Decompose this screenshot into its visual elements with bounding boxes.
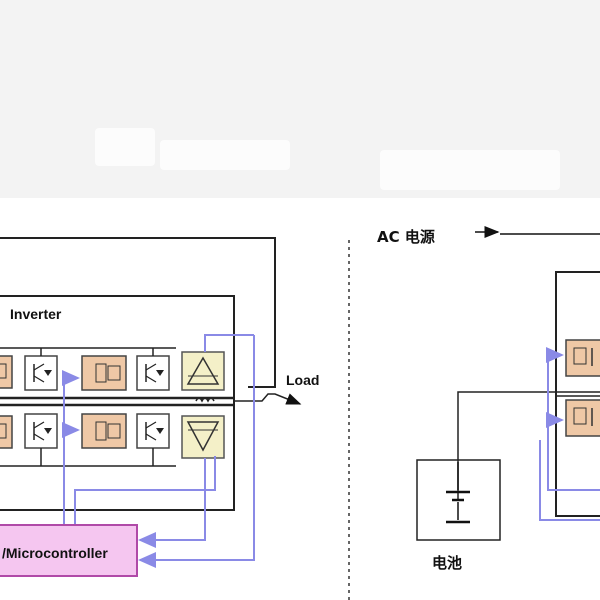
- gate-driver-block: [81, 355, 127, 391]
- ac-source-label: AC 电源: [377, 228, 435, 246]
- faded-header-band: [0, 0, 600, 198]
- gate-driver-block: [565, 399, 600, 437]
- battery-box: [416, 459, 501, 541]
- inverter-label: Inverter: [10, 306, 62, 322]
- left-panel-system: Inverter: [0, 237, 319, 577]
- igbt-switch-block: [24, 413, 58, 449]
- gate-driver-block: [0, 355, 13, 389]
- igbt-switch-block: [136, 355, 170, 391]
- output-filter-block: [181, 351, 225, 391]
- right-panel-system: AC 电源: [377, 226, 600, 572]
- load-label: Load: [286, 372, 319, 388]
- microcontroller-box: [0, 524, 138, 577]
- faded-header-smudge: [380, 150, 560, 190]
- gate-driver-block: [565, 339, 600, 377]
- right-enclosure: [555, 271, 600, 517]
- battery-icon: [446, 462, 470, 524]
- igbt-switch-block: [136, 413, 170, 449]
- faded-header-smudge: [160, 140, 290, 170]
- inductor-coil: [195, 397, 215, 403]
- battery-label: 电池: [432, 554, 462, 572]
- control-signal-wires: [62, 334, 255, 568]
- load-arrow: [234, 393, 302, 405]
- output-filter-block: [181, 415, 225, 459]
- outer-feedback-wire: [0, 237, 276, 388]
- gate-driver-block: [81, 413, 127, 449]
- gate-driver-block: [0, 415, 13, 449]
- faded-header-smudge: [95, 128, 155, 166]
- inverter-box: [0, 295, 235, 511]
- igbt-switch-block: [24, 355, 58, 391]
- microcontroller-label: /Microcontroller: [2, 545, 108, 561]
- control-signal-wires: [539, 347, 600, 521]
